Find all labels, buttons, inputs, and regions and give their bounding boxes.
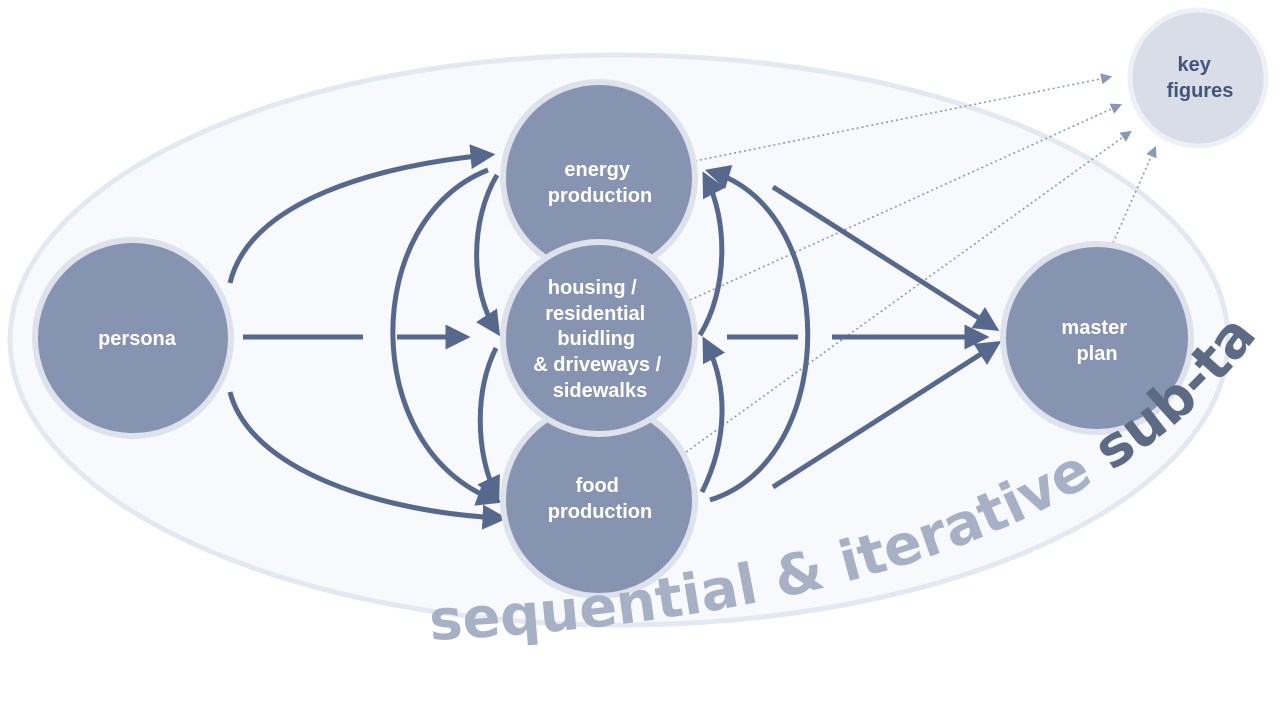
arrow-housing-to-food-left xyxy=(477,346,500,502)
node-persona-label: persona xyxy=(98,328,177,350)
node-food-label: food production xyxy=(548,475,652,523)
node-master-line-2: plan xyxy=(1076,343,1117,365)
arrow-energy-to-food-left xyxy=(390,167,503,506)
arrow-persona-to-energy xyxy=(227,144,496,284)
arrow-food-to-housing-right xyxy=(699,336,726,494)
arrow-energy-to-housing-left xyxy=(474,173,501,337)
node-energy-line-1: energy xyxy=(564,159,630,181)
node-food-line-1: food xyxy=(576,475,619,497)
node-food-line-2: production xyxy=(548,501,652,523)
node-housing-line-5: sidewalks xyxy=(553,380,648,402)
dotted-arrow-housing-to-key xyxy=(689,103,1123,301)
solid-connectors xyxy=(227,144,1002,530)
node-persona: persona xyxy=(32,237,234,439)
node-key-figures: key figures xyxy=(1127,7,1269,149)
arrow-energy-to-master xyxy=(771,184,1000,332)
arrow-housing-to-energy-right xyxy=(697,171,726,337)
node-housing xyxy=(500,239,698,437)
node-energy-label: energy production xyxy=(548,159,652,207)
node-key-line-2: figures xyxy=(1167,80,1234,102)
node-energy-line-2: production xyxy=(548,185,652,207)
node-master-line-1: master xyxy=(1061,317,1127,339)
node-master-plan: master plan xyxy=(1000,241,1194,435)
node-housing-label: housing / residential buidling & drivewa… xyxy=(533,277,666,402)
dotted-arrow-master-to-key xyxy=(1112,145,1157,244)
node-key-line-1: key xyxy=(1178,54,1212,76)
node-housing-line-1: housing / xyxy=(548,277,637,299)
dotted-connectors xyxy=(681,73,1157,456)
arrow-food-to-master xyxy=(771,340,1002,490)
arrow-food-to-energy-right xyxy=(704,165,811,503)
dotted-arrow-food-to-key xyxy=(681,130,1132,456)
node-housing-line-2: residential xyxy=(545,303,645,325)
svg-text:master plan: master plan xyxy=(1061,317,1132,365)
arrow-persona-to-food xyxy=(227,391,508,530)
svg-text:persona: persona xyxy=(98,328,177,350)
dotted-arrow-energy-to-key xyxy=(689,73,1113,163)
node-housing-line-3: buidling xyxy=(557,328,635,350)
svg-text:key figures: key figures xyxy=(1167,54,1234,102)
node-housing-line-4: & driveways / xyxy=(533,354,661,376)
